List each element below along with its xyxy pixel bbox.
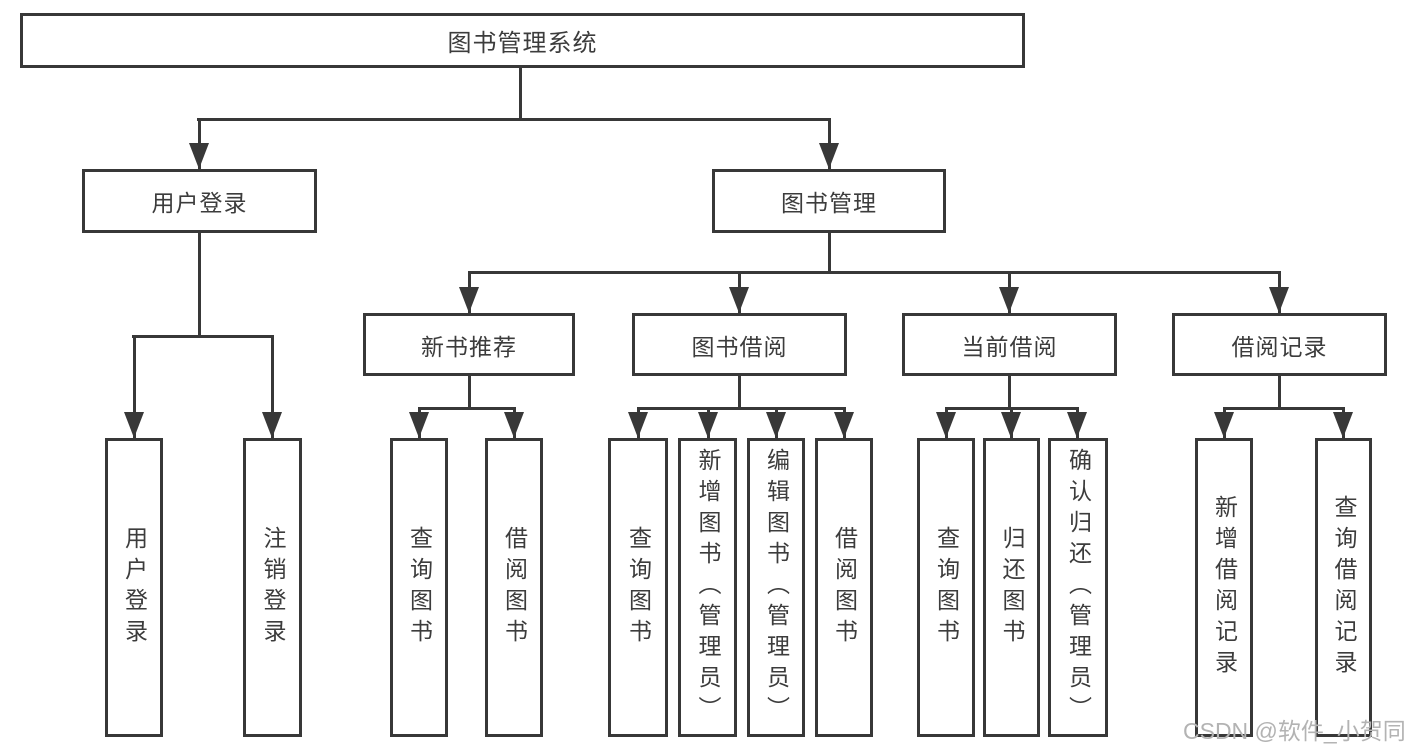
connector-line (418, 407, 516, 410)
node-label: 查询图书 (406, 525, 433, 650)
arrow-down-icon (698, 412, 718, 438)
node-library-management-system: 图书管理系统 (20, 13, 1025, 68)
node-label: 当前借阅 (961, 333, 1058, 360)
node-br-add-record: 新增借阅记录 (1195, 438, 1253, 737)
arrow-down-icon (409, 412, 429, 438)
node-label: 查询图书 (625, 525, 652, 650)
node-label: 借阅图书 (501, 525, 528, 650)
node-label: 注销登录 (260, 525, 286, 650)
node-label: 新书推荐 (421, 333, 517, 360)
connector-line (519, 68, 522, 118)
arrow-down-icon (628, 412, 648, 438)
node-label: 用户登录 (151, 190, 248, 216)
arrow-down-icon (1001, 412, 1021, 438)
connector-line (271, 335, 274, 438)
node-nbr-borrow-books: 借阅图书 (485, 438, 543, 737)
arrow-down-icon (729, 287, 749, 313)
node-new-book-recommend: 新书推荐 (363, 313, 575, 376)
connector-line (468, 271, 1281, 274)
connector-line (828, 233, 831, 271)
node-label: 借阅记录 (1231, 333, 1328, 360)
arrow-down-icon (834, 412, 854, 438)
node-label: 新增借阅记录 (1211, 494, 1238, 681)
node-user-login: 用户登录 (82, 169, 317, 233)
connector-line (468, 376, 471, 407)
node-nbr-query-books: 查询图书 (390, 438, 448, 737)
node-label: 编辑图书（管理员） (763, 448, 790, 727)
arrow-down-icon (189, 143, 209, 169)
node-current-borrowing: 当前借阅 (902, 313, 1117, 376)
arrow-down-icon (936, 412, 956, 438)
node-label: 图书借阅 (691, 333, 788, 360)
arrow-down-icon (1214, 412, 1234, 438)
connector-line (197, 118, 831, 121)
connector-line (1278, 376, 1281, 407)
node-bb-edit-books-admin: 编辑图书（管理员） (747, 438, 805, 737)
node-cb-query-books: 查询图书 (917, 438, 975, 737)
connector-line (1223, 407, 1344, 410)
arrow-down-icon (459, 287, 479, 313)
connector-line (637, 407, 845, 410)
node-cb-return-books: 归还图书 (983, 438, 1040, 737)
node-label: 借阅图书 (831, 525, 858, 650)
connector-line (738, 376, 741, 407)
node-bb-add-books-admin: 新增图书（管理员） (678, 438, 737, 737)
arrow-down-icon (504, 412, 524, 438)
node-bb-borrow-books: 借阅图书 (815, 438, 873, 737)
node-label: 归还图书 (999, 525, 1025, 650)
node-label: 用户登录 (121, 525, 148, 650)
arrow-down-icon (766, 412, 786, 438)
node-label: 查询借阅记录 (1331, 494, 1357, 681)
arrow-down-icon (1333, 412, 1353, 438)
node-user-login-action: 用户登录 (105, 438, 163, 737)
node-label: 查询图书 (933, 525, 960, 650)
arrow-down-icon (999, 287, 1019, 313)
node-label: 确认归还（管理员） (1065, 448, 1092, 727)
arrow-down-icon (124, 412, 144, 438)
csdn-watermark: CSDN @软件_小贺同学 (1183, 718, 1405, 744)
arrow-down-icon (262, 412, 282, 438)
arrow-down-icon (1067, 412, 1087, 438)
arrow-down-icon (1269, 287, 1289, 313)
node-label: 图书管理系统 (447, 30, 598, 57)
arrow-down-icon (819, 143, 839, 169)
connector-line (198, 233, 201, 335)
node-label: 图书管理 (781, 190, 877, 216)
connector-line (132, 335, 274, 338)
node-br-query-record: 查询借阅记录 (1315, 438, 1372, 737)
connector-line (133, 335, 136, 438)
node-bb-query-books: 查询图书 (608, 438, 668, 737)
connector-line (1008, 376, 1011, 407)
node-book-management: 图书管理 (712, 169, 946, 233)
node-logout: 注销登录 (243, 438, 302, 737)
node-borrowing-records: 借阅记录 (1172, 313, 1387, 376)
node-book-borrowing: 图书借阅 (632, 313, 847, 376)
node-cb-confirm-return-admin: 确认归还（管理员） (1048, 438, 1108, 737)
node-label: 新增图书（管理员） (695, 448, 721, 727)
